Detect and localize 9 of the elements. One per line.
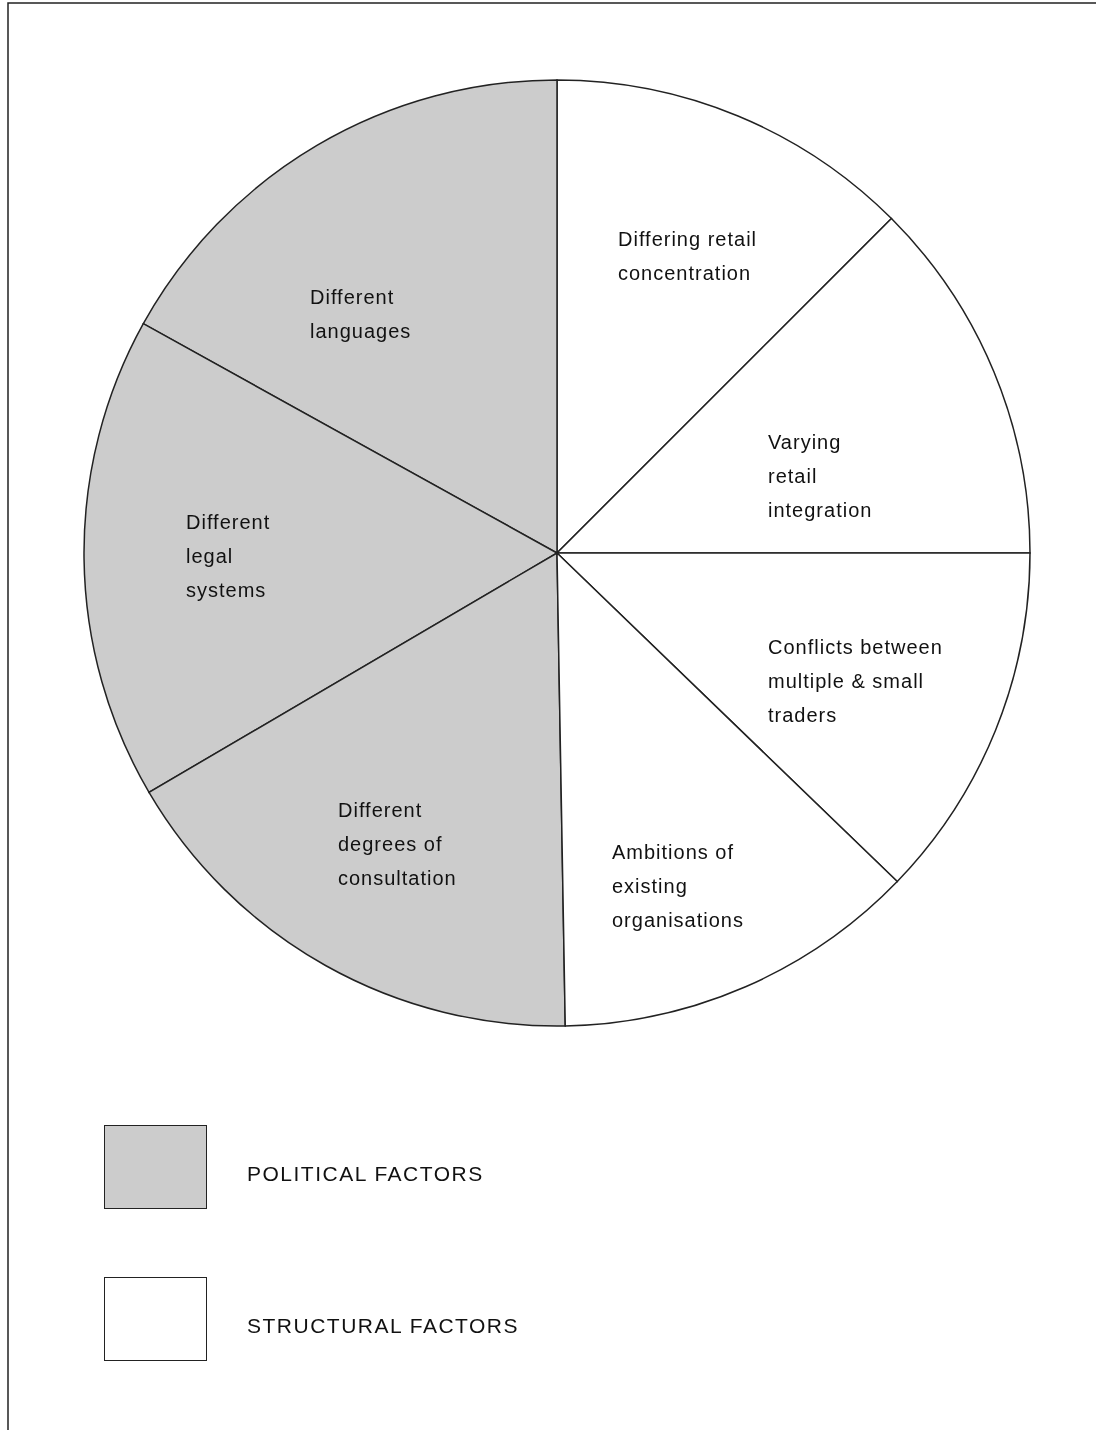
- slice-label: Different languages: [310, 285, 413, 344]
- slice-label: Varying retail integration: [768, 430, 874, 523]
- legend-label: POLITICAL FACTORS: [247, 1162, 484, 1186]
- slice-label: Different legal systems: [186, 510, 272, 603]
- legend-label: STRUCTURAL FACTORS: [247, 1314, 520, 1338]
- slice-label: Different degrees of consultation: [338, 798, 458, 891]
- slice-label: Differing retail concentration: [618, 227, 759, 286]
- slice-label: Conflicts between multiple & small traders: [768, 635, 944, 728]
- slice-label: Ambitions of existing organisations: [612, 840, 745, 933]
